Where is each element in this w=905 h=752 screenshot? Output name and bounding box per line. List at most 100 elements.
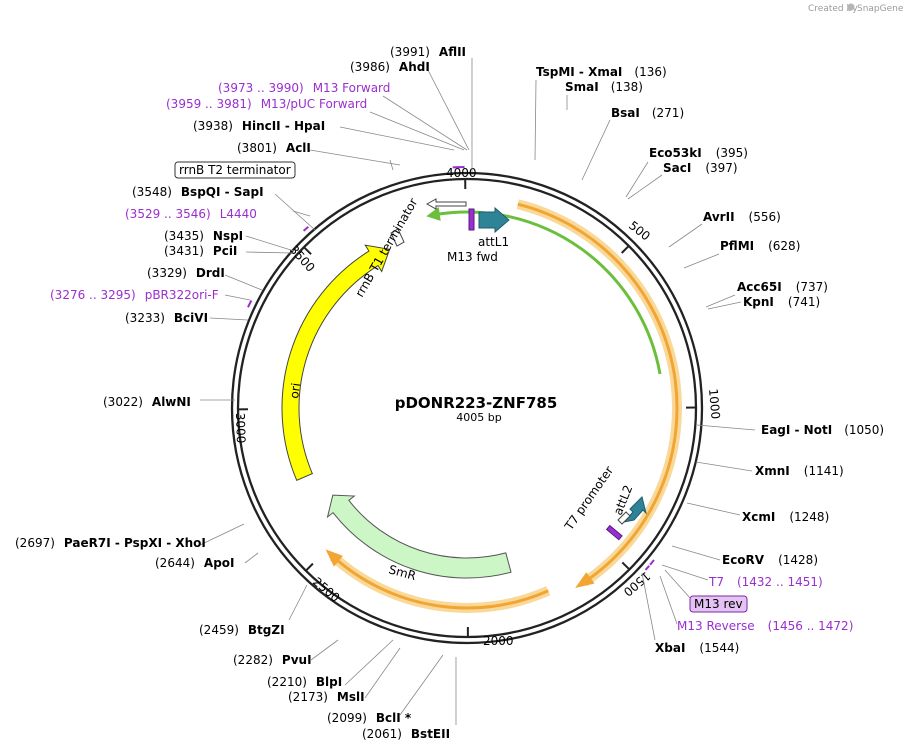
orange-feature-arc [517, 202, 679, 584]
leader-line [627, 174, 663, 200]
site-label-avrii: AvrII(556) [703, 210, 781, 224]
snapgene-logo-icon [847, 3, 855, 11]
site-label-bsteii: (2061)BstEII [362, 727, 450, 741]
site-label-kpni: KpnI(741) [743, 295, 820, 309]
leader-line [245, 251, 293, 254]
pbr322ori-f-primer-name: pBR322ori-F [145, 288, 219, 302]
leader-line [209, 317, 249, 321]
leader-line [389, 159, 394, 171]
credit-text: Created by [808, 4, 858, 14]
smr-label: SmR [387, 562, 417, 583]
site-label-eco53ki: Eco53kI(395) [649, 146, 748, 160]
tick-label: 4000 [446, 166, 477, 180]
leader-line [664, 569, 691, 599]
leader-line [659, 575, 678, 625]
l4440-primer-name: L4440 [220, 207, 257, 221]
site-label-xcmi: XcmI(1248) [742, 510, 829, 524]
ori-feature-arrow [281, 244, 391, 481]
t7-promoter-mark [617, 511, 631, 525]
m13-forward-primer-label: (3973 .. 3990) M13 Forward [218, 81, 390, 95]
leader-line [705, 294, 736, 308]
leader-line [382, 95, 468, 151]
site-label-hincii-hpai: (3938)HincII - HpaI [193, 119, 325, 133]
site-label-xmni: XmnI(1141) [755, 464, 844, 478]
rrnb-t2-terminator-label: rrnB T2 terminator [179, 163, 291, 177]
leader-line [641, 572, 656, 641]
m13-forward-primer-name: M13 Forward [313, 81, 391, 95]
leader-line [364, 647, 401, 699]
leader-line [427, 69, 470, 151]
leader-line [245, 235, 295, 252]
plasmid-title: pDONR223-ZNF785 [395, 394, 558, 412]
l4440-primer-label: (3529 .. 3546) L4440 [125, 207, 257, 221]
m13-rev-label-box [689, 595, 748, 613]
site-label-paer7i-pspxi-xhoi: (2697)PaeR7I - PspXI - XhoI [15, 536, 206, 550]
leader-line [707, 301, 742, 310]
site-label-xbai: XbaI(1544) [655, 641, 739, 655]
m13-forward-primer-pos: (3973 .. 3990) [218, 81, 304, 95]
m13-puc-forward-primer-label: (3959 .. 3981) M13/pUC Forward [166, 97, 367, 111]
site-label-aflii: (3991)AflII [390, 45, 466, 59]
primer-binding-mark [302, 225, 309, 232]
site-label-tspmi-xmai: TspMI - XmaI(136) [536, 65, 667, 79]
leader-line [199, 523, 245, 546]
rrnb-t2-terminator-box [174, 161, 296, 179]
primer-binding-mark [247, 300, 253, 308]
site-label-btgzi: (2459)BtgZI [199, 623, 285, 637]
attl2-feature-arrow [622, 496, 647, 523]
leader-line [244, 552, 259, 564]
green-feature-arrowhead [426, 206, 441, 221]
credit-brand: SnapGene [857, 4, 904, 14]
tick-mark [305, 562, 314, 572]
site-label-eagi-noti: EagI - NotI(1050) [761, 423, 884, 437]
leader-line [344, 639, 394, 686]
site-label-bspqi-sapi: (3548)BspQI - SapI [132, 185, 264, 199]
m13-puc-forward-primer-name: M13/pUC Forward [261, 97, 368, 111]
tick-mark [620, 245, 630, 254]
site-label-acli: (3801)AclI [237, 141, 311, 155]
leader-line [625, 161, 649, 198]
site-label-saci: SacI(397) [663, 161, 738, 175]
features [247, 166, 682, 613]
t7-primer-pos: (1432 .. 1451) [737, 575, 823, 589]
tick-label: 2500 [310, 575, 342, 605]
site-label-bcli: (2099)BclI * [327, 711, 412, 725]
tick-label: 1000 [706, 388, 723, 420]
rrnb-t2-terminator-mark [390, 228, 405, 247]
leader-line [309, 149, 401, 166]
rrnb-t1-terminator-arrow [425, 198, 467, 210]
m13-puc-forward-primer-pos: (3959 .. 3981) [166, 97, 252, 111]
m13-rev-primer-mark [605, 524, 623, 541]
leader-line [399, 654, 444, 716]
leader-line [671, 545, 721, 561]
t7-primer-label: T7 (1432 .. 1451) [708, 575, 823, 589]
tick-label: 3500 [287, 243, 318, 275]
ori-label: ori [287, 382, 303, 399]
leader-line [288, 584, 308, 621]
pbr322ori-f-primer-pos: (3276 .. 3295) [50, 288, 136, 302]
smr-feature-arrow [326, 494, 512, 579]
rrnb-t1-terminator-label: rrnB T1 terminator [352, 196, 420, 300]
site-label-nspi: (3435)NspI [164, 229, 243, 243]
site-label-bsai: BsaI(271) [611, 106, 684, 120]
site-label-pcii: (3431)PciI [164, 244, 237, 258]
leader-line [224, 274, 263, 291]
orange-feature-2-arrowhead [325, 549, 343, 567]
leader-line [369, 111, 465, 151]
site-label-drdi: (3329)DrdI [147, 266, 225, 280]
attl1-feature-arrow [478, 206, 510, 234]
site-label-smai: SmaI(138) [565, 80, 643, 94]
primer-binding-mark [644, 565, 650, 571]
t7-primer-name: T7 [708, 575, 724, 589]
site-label-bcivi: (3233)BciVI [125, 311, 208, 325]
site-label-blpi: (2210)BlpI [267, 675, 342, 689]
l4440-primer-pos: (3529 .. 3546) [125, 207, 211, 221]
m13-fwd-primer-mark [468, 208, 475, 231]
leader-line [686, 502, 741, 516]
attl1-label: attL1 [478, 235, 509, 249]
m13-reverse-primer-pos: (1456 .. 1472) [768, 619, 854, 633]
m13-rev-label: M13 rev [694, 597, 743, 611]
leader-line [683, 253, 720, 269]
site-label-ecorv: EcoRV(1428) [722, 553, 818, 567]
